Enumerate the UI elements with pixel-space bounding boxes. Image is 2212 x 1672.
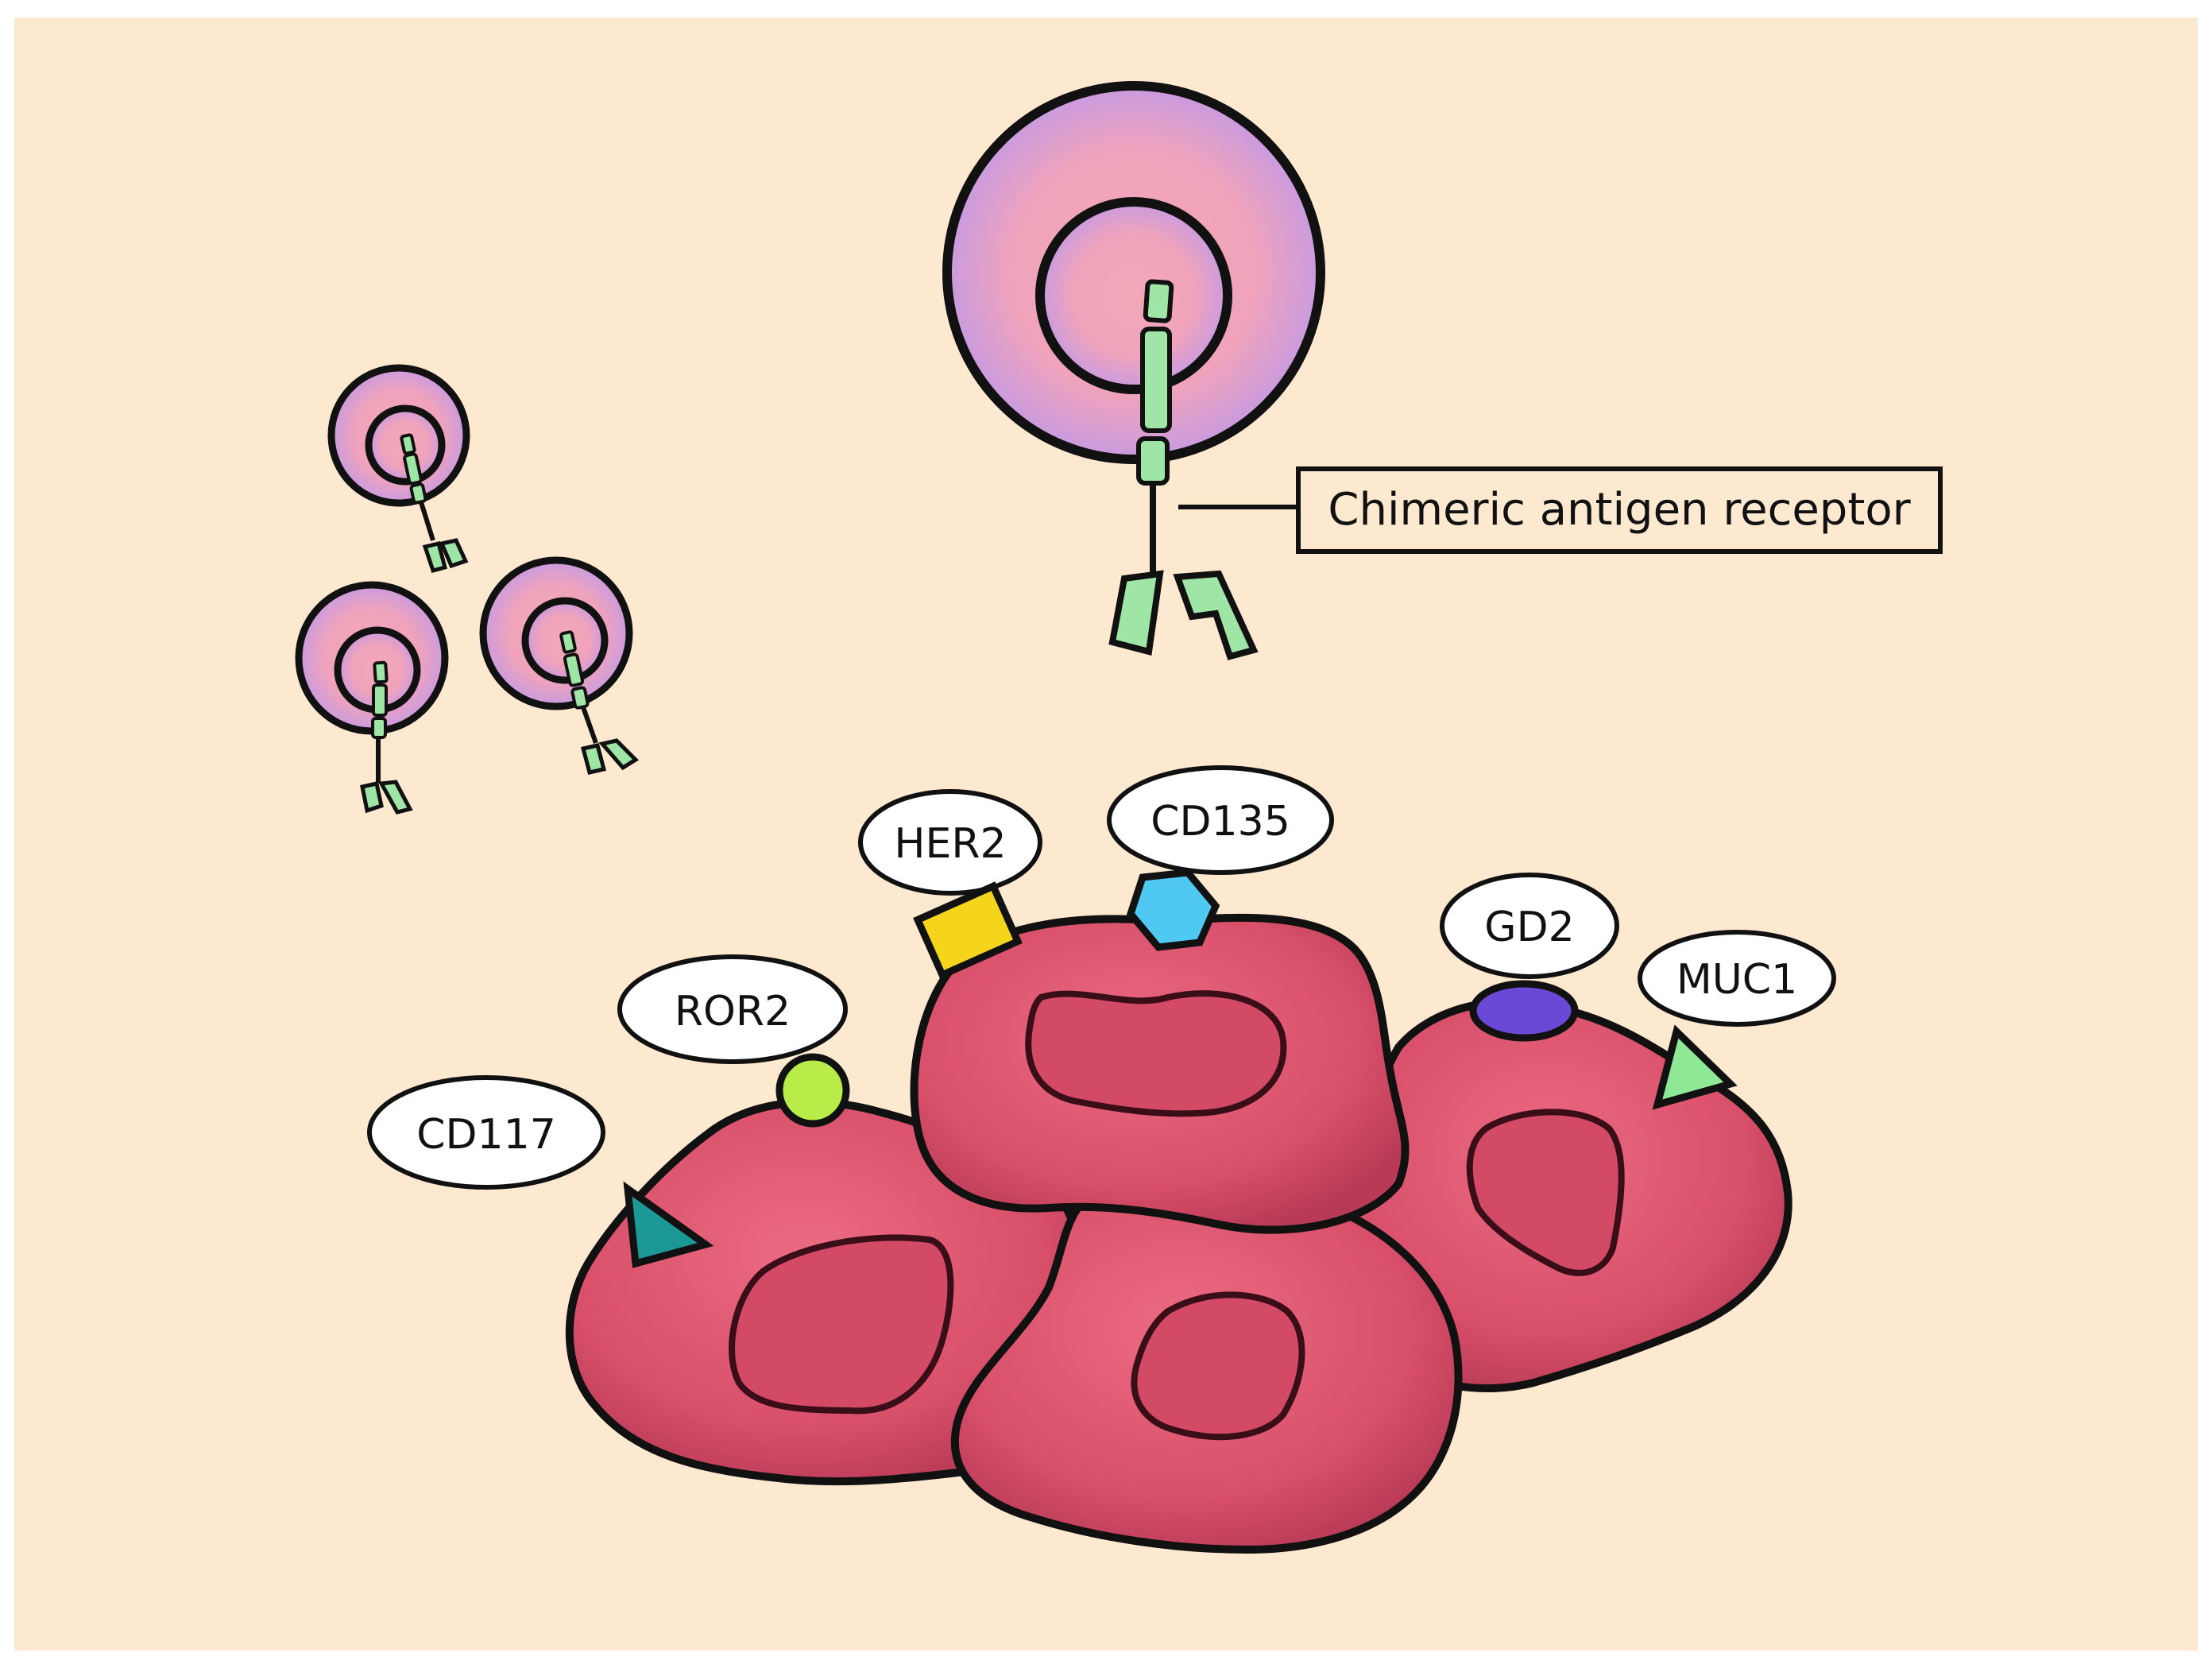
ror2-circle-icon [775, 1053, 850, 1128]
tumor-cluster [565, 913, 1792, 1554]
t-cell-small-1 [327, 364, 470, 574]
label-bubble-cd135 [1107, 765, 1334, 875]
antigen-her2: HER2 [858, 789, 1042, 980]
nucleus-bottom [1131, 1291, 1305, 1441]
t-cell-small-2 [295, 581, 449, 815]
antigen-muc1: MUC1 [1638, 930, 1836, 1110]
antigen-cd117: CD117 [367, 1075, 714, 1268]
nucleus-right [1466, 1109, 1625, 1276]
label-cd117: CD117 [416, 1111, 556, 1159]
label-bubble-cd117 [367, 1075, 605, 1190]
t-cell-large: Chimeric antigen receptor [942, 81, 1943, 660]
label-her2: HER2 [894, 820, 1006, 868]
label-bubble-ror2 [617, 954, 848, 1064]
receptor-label-box [1296, 466, 1943, 554]
t-cell-small-3 [479, 556, 639, 775]
cd135-hexagon-icon [1126, 869, 1220, 951]
label-bubble-her2 [858, 789, 1042, 896]
car-receptor-icon [559, 630, 639, 775]
car-receptor-large-icon [1108, 279, 1259, 660]
her2-rectangle-icon [913, 881, 1023, 980]
antigen-ror2: ROR2 [617, 954, 850, 1128]
antigen-cd135: CD135 [1107, 765, 1334, 951]
label-bubble-muc1 [1638, 930, 1836, 1027]
tumor-cell-top [910, 913, 1410, 1234]
label-muc1: MUC1 [1676, 956, 1797, 1004]
cd117-triangle-icon [623, 1181, 714, 1268]
label-bubble-gd2 [1440, 873, 1619, 979]
label-ror2: ROR2 [675, 988, 791, 1035]
label-gd2: GD2 [1484, 904, 1574, 951]
nucleus-left [729, 1234, 954, 1415]
receptor-label: Chimeric antigen receptor [1328, 484, 1911, 536]
gd2-ellipse-icon [1469, 980, 1579, 1042]
antigen-gd2: GD2 [1440, 873, 1619, 1042]
label-cd135: CD135 [1150, 798, 1290, 846]
nucleus-top [1025, 990, 1287, 1117]
tumor-cell-bottom [950, 1177, 1463, 1554]
muc1-triangle-icon [1652, 1024, 1738, 1110]
car-receptor-icon [360, 660, 413, 815]
car-receptor-icon [400, 433, 469, 574]
